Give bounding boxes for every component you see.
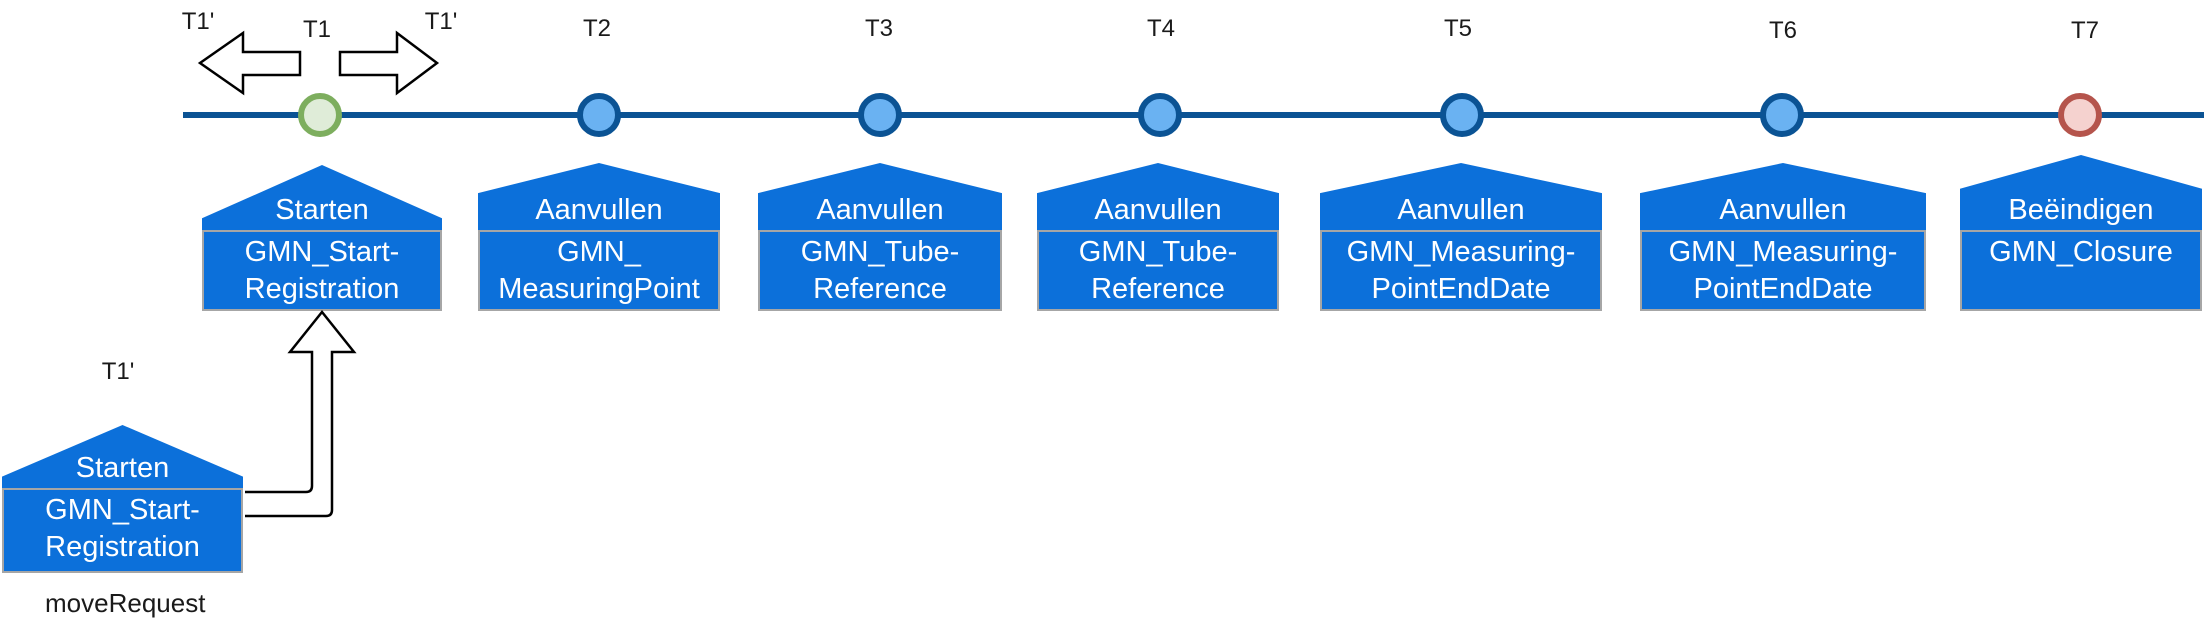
body-line: Registration bbox=[45, 531, 200, 563]
body-line: PointEndDate bbox=[1371, 273, 1551, 305]
timeline-marker-t7 bbox=[2058, 93, 2102, 137]
event-label-t4: T4 bbox=[1146, 15, 1176, 42]
body-line: GMN_Closure bbox=[1989, 236, 2173, 268]
event-label-t1: T1 bbox=[302, 16, 332, 43]
timeline-marker-t4 bbox=[1138, 93, 1182, 137]
house-roof: Beëindigen bbox=[1960, 155, 2202, 230]
house-roof: Aanvullen bbox=[1037, 163, 1279, 230]
body-line: Reference bbox=[1091, 273, 1225, 305]
event-house-t4: Aanvullen GMN_Tube- Reference bbox=[1037, 163, 1279, 311]
roof-label: Starten bbox=[275, 194, 369, 226]
event-label-t6: T6 bbox=[1768, 17, 1798, 44]
t1-prime-right-label: T1' bbox=[424, 8, 458, 35]
timeline-marker-t3 bbox=[858, 93, 902, 137]
house-body: GMN_Start- Registration bbox=[2, 488, 243, 573]
body-line: GMN_Measuring- bbox=[1668, 236, 1898, 268]
body-line: PointEndDate bbox=[1693, 273, 1873, 305]
house-roof: Aanvullen bbox=[758, 163, 1002, 230]
roof-label: Beëindigen bbox=[2008, 194, 2154, 226]
event-house-t5: Aanvullen … GMN_Measuring- PointEndDate bbox=[1320, 163, 1602, 311]
overflow-ellipsis: … bbox=[1501, 211, 1533, 244]
timeline-marker-t2 bbox=[577, 93, 621, 137]
body-line: GMN_Measuring- bbox=[1346, 236, 1576, 268]
body-line: MeasuringPoint bbox=[498, 273, 700, 305]
event-house-t1: Starten GMN_Start- Registration bbox=[202, 165, 442, 311]
move-request-elbow-arrow bbox=[245, 309, 357, 518]
house-roof: Starten bbox=[2, 425, 243, 488]
body-line: GMN_Tube- bbox=[800, 236, 960, 268]
event-house-t3: Aanvullen GMN_Tube- Reference bbox=[758, 163, 1002, 311]
house-body: GMN_Start- Registration bbox=[202, 230, 442, 311]
move-request-caption: moveRequest bbox=[45, 588, 206, 618]
roof-label: Aanvullen bbox=[535, 194, 663, 226]
event-label-t2: T2 bbox=[582, 15, 612, 42]
body-line: Reference bbox=[813, 273, 947, 305]
house-roof: Aanvullen … bbox=[1640, 163, 1926, 230]
t1-prime-move-label: T1' bbox=[101, 358, 135, 385]
t1-prime-left-label: T1' bbox=[181, 8, 215, 35]
move-left-arrow-icon bbox=[197, 30, 302, 96]
overflow-ellipsis: … bbox=[1823, 211, 1855, 244]
move-request-house: Starten GMN_Start- Registration bbox=[2, 425, 243, 573]
event-label-t3: T3 bbox=[864, 15, 894, 42]
house-body: GMN_Measuring- PointEndDate bbox=[1320, 230, 1602, 311]
move-right-arrow-icon bbox=[338, 30, 440, 96]
house-body: GMN_Measuring- PointEndDate bbox=[1640, 230, 1926, 311]
event-house-t7: Beëindigen GMN_Closure bbox=[1960, 155, 2202, 311]
timeline-marker-t5 bbox=[1440, 93, 1484, 137]
event-house-t2: Aanvullen GMN_ MeasuringPoint bbox=[478, 163, 720, 311]
timeline-marker-t1 bbox=[298, 93, 342, 137]
house-body: GMN_ MeasuringPoint bbox=[478, 230, 720, 311]
house-body: GMN_Closure bbox=[1960, 230, 2202, 311]
timeline-line bbox=[183, 112, 2204, 118]
roof-label: Starten bbox=[75, 452, 170, 484]
event-label-t7: T7 bbox=[2070, 17, 2100, 44]
event-label-t5: T5 bbox=[1443, 15, 1473, 42]
house-roof: Aanvullen bbox=[478, 163, 720, 230]
roof-label: Aanvullen bbox=[1719, 194, 1847, 226]
roof-label: Aanvullen bbox=[1397, 194, 1525, 226]
event-house-t6: Aanvullen … GMN_Measuring- PointEndDate bbox=[1640, 163, 1926, 311]
body-line: GMN_Start- bbox=[45, 494, 200, 526]
body-line: GMN_ bbox=[557, 236, 641, 268]
timeline-marker-t6 bbox=[1760, 93, 1804, 137]
house-body: GMN_Tube- Reference bbox=[1037, 230, 1279, 311]
house-roof: Aanvullen … bbox=[1320, 163, 1602, 230]
house-body: GMN_Tube- Reference bbox=[758, 230, 1002, 311]
body-line: GMN_Start- bbox=[244, 236, 400, 268]
roof-label: Aanvullen bbox=[816, 194, 944, 226]
body-line: GMN_Tube- bbox=[1078, 236, 1238, 268]
house-roof: Starten bbox=[202, 165, 442, 230]
body-line: Registration bbox=[244, 273, 400, 305]
roof-label: Aanvullen bbox=[1094, 194, 1222, 226]
